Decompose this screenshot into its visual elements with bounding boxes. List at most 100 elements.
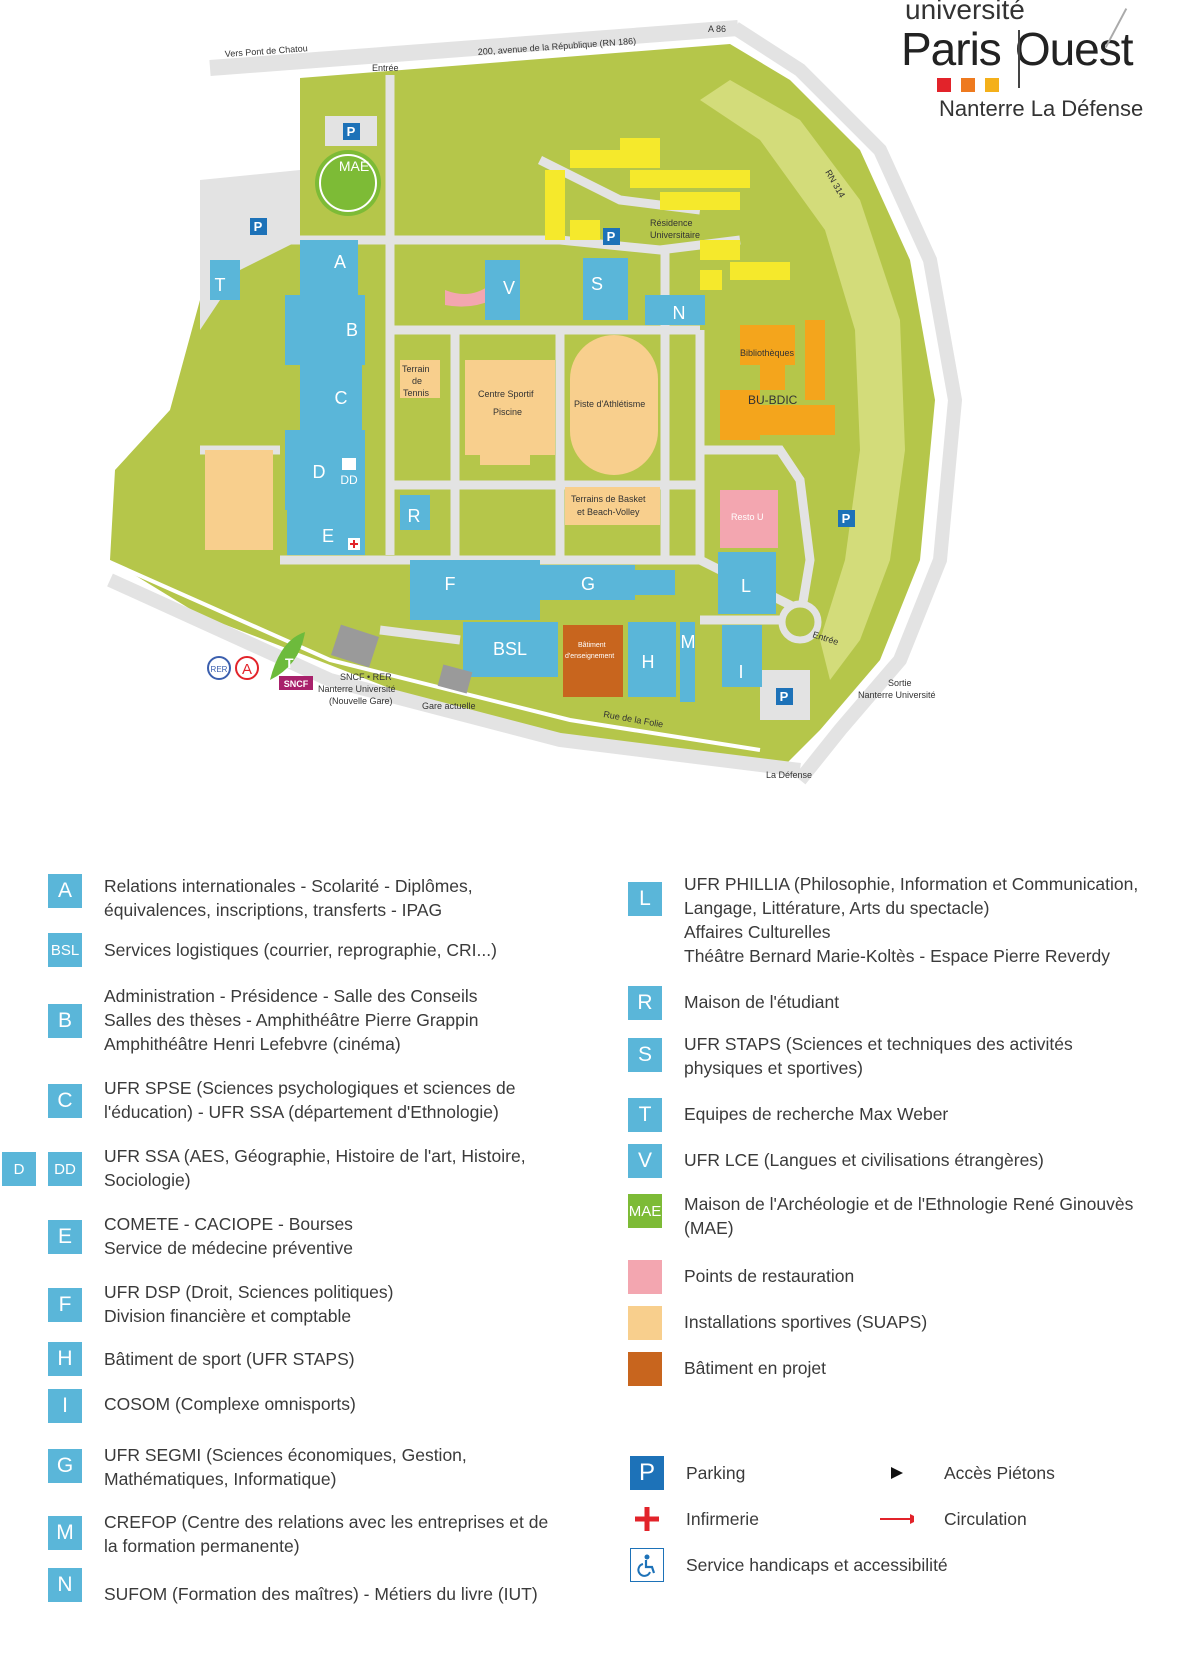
badge-s: S (628, 1038, 662, 1072)
swatch-projet (628, 1352, 662, 1386)
legend-item-h: H Bâtiment de sport (UFR STAPS) (48, 1342, 355, 1376)
svg-text:SNCF: SNCF (284, 679, 309, 689)
building-h: H (642, 652, 655, 672)
campus-green-belt (700, 80, 905, 680)
swatch-sportives (628, 1306, 662, 1340)
badge-e: E (48, 1220, 82, 1254)
centre-sportif-annex (480, 435, 530, 465)
resto-u (720, 490, 778, 548)
building-m: M (681, 632, 696, 652)
logo-square-red (937, 78, 951, 92)
legend-text: Points de restauration (684, 1266, 855, 1286)
logo-bar (1018, 30, 1020, 88)
badge-g: G (48, 1449, 82, 1483)
badge-r: R (628, 986, 662, 1020)
legend-item-infirmerie: Infirmerie (630, 1502, 759, 1536)
building-g: G (581, 574, 595, 594)
badge-t: T (628, 1098, 662, 1132)
legend-item-l: L UFR PHILLIA (Philosophie, Information … (628, 872, 1138, 968)
badge-h: H (48, 1342, 82, 1376)
batiment-enseignement (563, 625, 623, 697)
label-sncf: (Nouvelle Gare) (329, 696, 393, 706)
legend-text: Bâtiment en projet (684, 1358, 827, 1378)
legend-item-v: V UFR LCE (Langues et civilisations étra… (628, 1144, 1044, 1178)
logo-universite: université (905, 0, 1025, 25)
parking-letter: P (347, 124, 356, 139)
legend-text: Services logistiques (courrier, reprogra… (104, 940, 497, 960)
logo-nanterre: Nanterre La Défense (939, 96, 1144, 121)
legend-item-t: T Equipes de recherche Max Weber (628, 1098, 948, 1132)
badge-n: N (48, 1568, 82, 1602)
campus-map: P P P P P A B C D E F G H I L M N R S T … (104, 20, 963, 785)
roundabout (778, 600, 822, 644)
legend-item-n: N SUFOM (Formation des maîtres) - Métier… (48, 1568, 538, 1606)
red-arrow-icon (880, 1502, 914, 1536)
badge-v: V (628, 1144, 662, 1178)
label-sortie: Nanterre Université (858, 690, 936, 700)
parking-letter: P (780, 689, 789, 704)
legend-item-parking: P Parking (630, 1456, 745, 1490)
badge-c: C (48, 1084, 82, 1118)
handicap-marker (342, 458, 356, 470)
label-bibliotheques: Bibliothèques (740, 348, 795, 358)
label-entree-top: Entrée (372, 63, 399, 73)
label-sncf: SNCF • RER (340, 672, 392, 682)
label-centre-sportif: Centre Sportif (478, 389, 534, 399)
mae-ring (319, 154, 377, 212)
building-f: F (445, 574, 456, 594)
legend-item-restauration: Points de restauration (628, 1260, 854, 1294)
legend-item-m: M CREFOP (Centre des relations avec les … (48, 1510, 548, 1558)
label-terrain: Terrain (402, 364, 430, 374)
svg-text:RER: RER (211, 665, 228, 674)
badge-d: D (2, 1152, 36, 1186)
transport-logos: RER A T SNCF (207, 632, 313, 690)
red-cross-icon (630, 1502, 664, 1536)
legend-item-c: C UFR SPSE (Sciences psychologiques et s… (48, 1076, 515, 1124)
legend-text: UFR SSA (AES, Géographie, Histoire de l'… (104, 1146, 526, 1190)
legend-item-g: G UFR SEGMI (Sciences économiques, Gesti… (48, 1443, 467, 1491)
infirmerie-cross (350, 540, 358, 548)
legend-item-bsl: BSL Services logistiques (courrier, repr… (48, 933, 497, 967)
building-t: T (215, 275, 226, 295)
label-terrain: Tennis (403, 388, 430, 398)
label-a86: A 86 (708, 24, 726, 34)
building-n: N (673, 303, 686, 323)
terrains-basket (565, 487, 660, 525)
building-r: R (408, 506, 421, 526)
resto-v (445, 285, 492, 307)
building-i: I (738, 662, 743, 682)
legend-item-handicap: Service handicaps et accessibilité (630, 1548, 948, 1582)
station-nouvelle (331, 624, 379, 668)
label-batiment: Bâtiment (578, 642, 606, 649)
label-sncf: Nanterre Université (318, 684, 396, 694)
legend-text: CREFOP (Centre des relations avec les en… (104, 1512, 549, 1556)
legend-item-i: I COSOM (Complexe omnisports) (48, 1389, 356, 1423)
legend-item-b: B Administration - Présidence - Salle de… (48, 984, 479, 1056)
badge-l: L (628, 882, 662, 916)
building-mae: MAE (339, 158, 369, 174)
label-sortie: Sortie (888, 678, 912, 688)
label-residence: Résidence (650, 218, 693, 228)
legend-item-a: A Relations internationales - Scolarité … (48, 874, 473, 922)
road-rue-folie (107, 573, 801, 777)
bibliotheques (720, 320, 835, 440)
svg-text:T: T (285, 655, 294, 671)
parking-signs (250, 123, 855, 705)
road-avenue (209, 20, 739, 76)
legend-text: UFR SPSE (Sciences psychologiques et sci… (104, 1078, 516, 1122)
building-dd: DD (340, 473, 358, 487)
label-resto: Resto U (731, 512, 764, 522)
building-e: E (322, 526, 334, 546)
badge-f: F (48, 1288, 82, 1322)
swatch-restauration (628, 1260, 662, 1294)
wheelchair-icon (630, 1548, 664, 1582)
gare-actuelle (437, 664, 473, 694)
legend-text: Administration - Présidence - Salle des … (104, 986, 479, 1054)
piste-athletisme (570, 335, 658, 475)
legend-text: UFR LCE (Langues et civilisations étrang… (684, 1150, 1044, 1170)
building-l: L (741, 576, 751, 596)
legend-item-s: S UFR STAPS (Sciences et techniques des … (628, 1032, 1073, 1080)
building-s: S (591, 274, 603, 294)
parking-letter: P (842, 511, 851, 526)
legend-text: UFR PHILLIA (Philosophie, Information et… (684, 874, 1139, 966)
